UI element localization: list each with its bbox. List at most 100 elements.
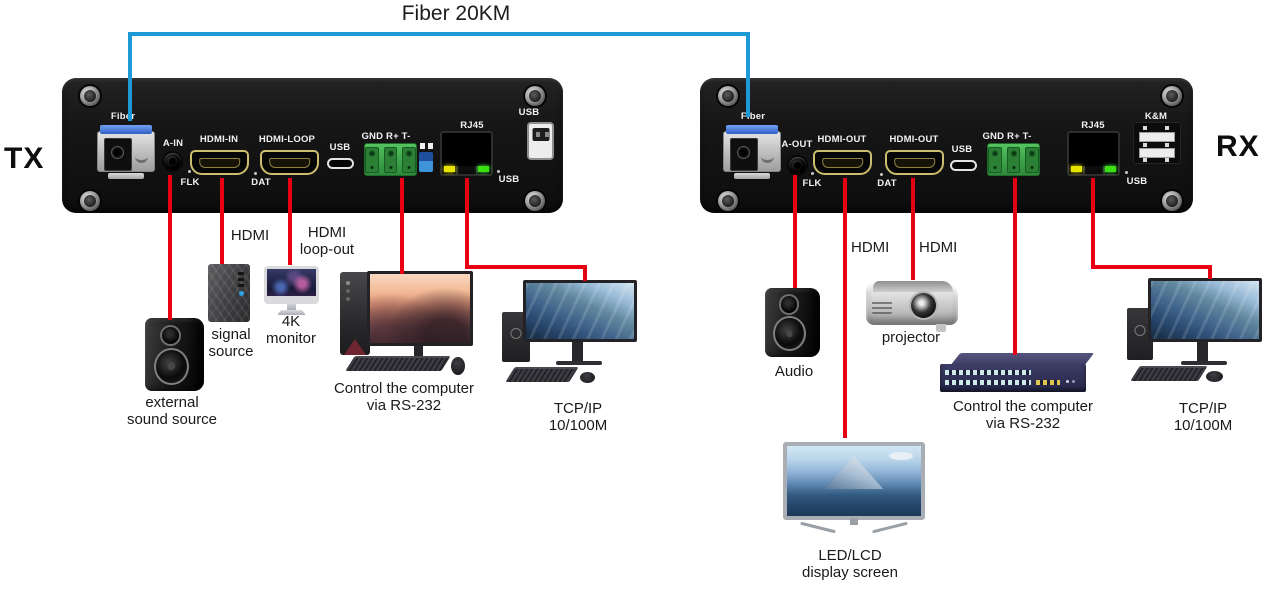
dip-switch-icon bbox=[419, 152, 433, 172]
rx-tcpip-label: TCP/IP 10/100M bbox=[1173, 400, 1233, 435]
external-speaker-icon bbox=[145, 318, 204, 391]
rx-hdmi-2-cable-label: HDMI bbox=[919, 239, 958, 256]
panel-dot bbox=[497, 170, 500, 173]
tx-usb-b-port-icon bbox=[527, 122, 554, 160]
dip-switch-icon bbox=[428, 143, 433, 149]
rs232-pc-tower-icon bbox=[340, 272, 370, 355]
tx-hdmi-in-label: HDMI-IN bbox=[199, 134, 239, 145]
tx-unit-label: TX bbox=[4, 142, 45, 175]
tv-stand bbox=[850, 518, 858, 525]
fiber-link-line-tx-drop bbox=[128, 32, 132, 121]
tx-hdmi-cable-label: HDMI bbox=[230, 227, 270, 244]
external-sound-source-label: external sound source bbox=[126, 394, 218, 429]
rx-rj45-label: RJ45 bbox=[1081, 120, 1105, 131]
rx-fiber-label: Fiber bbox=[740, 111, 766, 122]
tx-terminal-label: GND R+ T- bbox=[361, 131, 411, 142]
rx-hdmi-1-cable-label: HDMI bbox=[851, 239, 890, 256]
rx-usb-c-label: USB bbox=[951, 144, 973, 155]
panel-dot bbox=[188, 170, 191, 173]
rj45-green-led bbox=[1105, 166, 1116, 172]
tx-audio-line bbox=[168, 175, 172, 320]
rx-hdmi-out-2-label: HDMI-OUT bbox=[889, 134, 939, 145]
tv-stand bbox=[872, 521, 908, 534]
screw-icon bbox=[1162, 86, 1182, 106]
keyboard-icon bbox=[1130, 366, 1208, 381]
tx-rs232-label: Control the computer via RS-232 bbox=[333, 380, 475, 415]
tcpip-monitor-icon bbox=[523, 280, 637, 342]
tx-rj45-label: RJ45 bbox=[460, 120, 484, 131]
rx-dat-label: DAT bbox=[877, 178, 897, 189]
rx-rj45-port-icon bbox=[1067, 131, 1120, 176]
tx-hdmi-in-line bbox=[220, 178, 224, 264]
rx-tcpip-line bbox=[1091, 178, 1095, 265]
tx-rj45-port-icon bbox=[440, 131, 493, 176]
led-lcd-display-icon bbox=[783, 442, 925, 520]
tx-usb-c-port-icon bbox=[327, 158, 354, 169]
fiber-link-line-rx-drop bbox=[746, 32, 750, 117]
tx-hdmi-loop-port-icon bbox=[260, 150, 319, 175]
keyboard-icon bbox=[505, 367, 579, 382]
screw-icon bbox=[525, 86, 545, 106]
tx-tcpip-line bbox=[465, 265, 587, 269]
rx-rs232-label: Control the computer via RS-232 bbox=[952, 398, 1094, 433]
tx-dat-label: DAT bbox=[251, 177, 271, 188]
tx-flk-label: FLK bbox=[180, 177, 200, 188]
rx-flk-label: FLK bbox=[802, 178, 822, 189]
rx-terminal-label: GND R+ T- bbox=[982, 131, 1032, 142]
4k-monitor-stand bbox=[287, 304, 296, 310]
screw-icon bbox=[80, 86, 100, 106]
rx-rs232-terminal-icon bbox=[987, 143, 1040, 176]
tx-usb-c-label: USB bbox=[329, 142, 351, 153]
tx-usb-b-label: USB bbox=[518, 107, 540, 118]
rx-panel: Fiber A-OUT FLK HDMI-OUT DAT HDMI-OUT US… bbox=[700, 78, 1193, 213]
network-switch-icon bbox=[940, 353, 1095, 392]
rx-hdmi-1-line bbox=[843, 178, 847, 438]
keyboard-icon bbox=[345, 356, 451, 371]
audio-label: Audio bbox=[774, 363, 814, 380]
tx-tcpip-line bbox=[583, 265, 587, 281]
monitor-stand bbox=[572, 342, 583, 361]
tx-a-in-label: A-IN bbox=[162, 138, 184, 149]
panel-dot bbox=[254, 172, 257, 175]
rj45-green-led bbox=[478, 166, 489, 172]
rx-tcpip-line bbox=[1208, 265, 1212, 279]
panel-dot bbox=[880, 173, 883, 176]
screw-icon bbox=[525, 191, 545, 211]
rx-usb-bottom-label: USB bbox=[1126, 176, 1148, 187]
screw-icon bbox=[80, 191, 100, 211]
rx-usb-c-port-icon bbox=[950, 160, 977, 171]
mouse-icon bbox=[580, 372, 595, 383]
tx-usb-bottom-label: USB bbox=[498, 174, 520, 185]
tcpip-monitor-icon bbox=[1148, 278, 1262, 342]
signal-source-label: signal source bbox=[208, 326, 254, 361]
screw-icon bbox=[1162, 191, 1182, 211]
panel-dot bbox=[811, 172, 814, 175]
rs232-monitor-icon bbox=[367, 271, 473, 346]
rx-fiber-port-icon bbox=[723, 125, 781, 179]
tx-tcpip-label: TCP/IP 10/100M bbox=[548, 400, 608, 435]
fiber-link-line bbox=[128, 32, 750, 36]
rx-hdmi-out-2-port-icon bbox=[885, 150, 944, 175]
hdmi-loop-out-label: HDMI loop-out bbox=[299, 224, 355, 259]
monitor-stand bbox=[1197, 342, 1208, 361]
tx-panel: Fiber A-IN FLK HDMI-IN DAT HDMI-LOOP USB… bbox=[62, 78, 563, 213]
signal-source-pc-icon bbox=[208, 264, 250, 322]
monitor-stand bbox=[556, 361, 602, 365]
led-lcd-label: LED/LCD display screen bbox=[802, 547, 898, 582]
projector-icon bbox=[866, 281, 958, 332]
tx-a-in-jack-icon bbox=[164, 153, 181, 170]
rj45-yellow-led bbox=[444, 166, 455, 172]
4k-monitor-icon bbox=[264, 266, 319, 304]
rx-tcpip-line bbox=[1091, 265, 1212, 269]
rj45-yellow-led bbox=[1071, 166, 1082, 172]
mouse-icon bbox=[451, 357, 465, 375]
rx-hdmi-2-line bbox=[911, 178, 915, 280]
tx-rs232-line bbox=[400, 178, 404, 274]
tx-tcpip-line bbox=[465, 178, 469, 265]
screw-icon bbox=[718, 86, 738, 106]
mouse-icon bbox=[1206, 371, 1223, 382]
rx-a-out-jack-icon bbox=[789, 157, 806, 174]
rx-km-label: K&M bbox=[1144, 111, 1168, 122]
tv-stand bbox=[800, 521, 836, 534]
